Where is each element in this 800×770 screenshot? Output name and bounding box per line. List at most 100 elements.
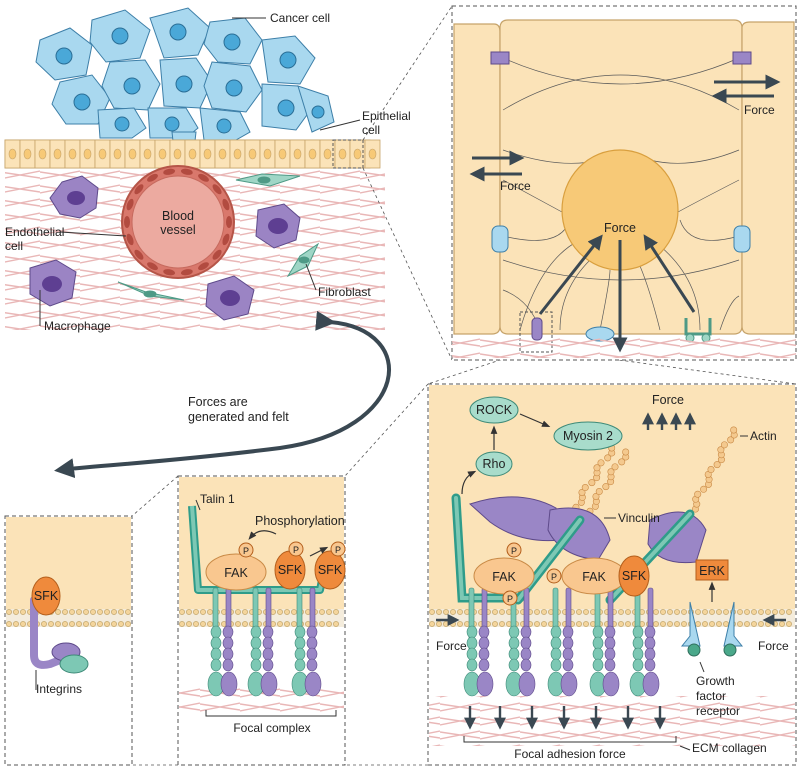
actin-subunit <box>597 459 605 467</box>
integrin-beta-domain <box>262 636 274 650</box>
endothelial-cells <box>124 168 232 276</box>
lipid-head <box>583 609 589 615</box>
endothelial-nucleus <box>226 216 232 228</box>
lipid-head <box>681 621 687 627</box>
integrin-beta-domain <box>478 647 490 661</box>
integrin-alpha-domain <box>592 658 604 672</box>
lipid-head <box>104 609 110 615</box>
lipid-head <box>118 621 124 627</box>
lipid-head <box>242 609 248 615</box>
lipid-head <box>492 609 498 615</box>
endothelial-nucleus <box>198 173 209 182</box>
force-up-arrows <box>642 412 696 430</box>
integrin-beta-domain <box>306 625 318 639</box>
label-gf-1: Growth <box>696 674 735 688</box>
label-forces-1: Forces are <box>188 395 248 409</box>
integrin-alpha-domain <box>592 625 604 639</box>
endothelial-nucleus <box>180 269 193 276</box>
blood-vessel <box>121 165 235 279</box>
lipid-head <box>13 609 19 615</box>
label-epithelial-2: cell <box>362 123 380 137</box>
label-endothelial-1: Endothelial <box>5 225 64 239</box>
epithelial-nucleus <box>323 148 332 160</box>
actin-subunit <box>694 490 702 498</box>
epithelial-nucleus <box>68 148 77 160</box>
actin-subunit <box>588 479 596 487</box>
lipid-head <box>6 621 12 627</box>
integrin-beta-domain <box>644 658 656 672</box>
integrin-beta-domain <box>262 625 274 639</box>
integrin-beta-domain <box>644 647 656 661</box>
lipid-head <box>709 621 715 627</box>
lipid-head <box>786 621 792 627</box>
actin-subunit <box>622 448 630 456</box>
lipid-head <box>625 609 631 615</box>
lipid-head <box>319 609 325 615</box>
lipid-head <box>235 609 241 615</box>
actin-subunit <box>727 436 735 444</box>
focal-complex-integrins <box>207 587 322 697</box>
epithelial-nucleus <box>98 148 107 160</box>
integrin-beta-domain <box>562 647 574 661</box>
integrin-alpha-domain <box>250 658 262 672</box>
lipid-head <box>207 609 213 615</box>
epithelial-nucleus <box>278 148 287 160</box>
label-p-1: P <box>243 546 249 556</box>
actin-subunit <box>707 466 715 474</box>
integrin-alpha-domain <box>632 636 644 650</box>
actin-subunit <box>717 446 725 454</box>
lipid-head <box>76 621 82 627</box>
lipid-head <box>695 609 701 615</box>
integrin-beta-domain <box>222 658 234 672</box>
lipid-head <box>443 609 449 615</box>
label-leaders <box>39 17 361 326</box>
lipid-head <box>744 609 750 615</box>
membrane-2 <box>179 609 339 627</box>
lipid-head <box>618 621 624 627</box>
label-p-2: P <box>293 545 299 555</box>
label-force-nucleus: Force <box>604 221 636 235</box>
label-focal-adhesion-force: Focal adhesion force <box>514 747 626 761</box>
integrin-alpha-domain <box>550 658 562 672</box>
lipid-head <box>751 609 757 615</box>
endothelial-nucleus <box>163 269 176 276</box>
integrin-beta-domain <box>520 647 532 661</box>
lipid-head <box>291 609 297 615</box>
epithelial-nucleus <box>293 148 302 160</box>
tissue-overview: Cancer cell Epithelial cell Blood vessel… <box>4 7 411 333</box>
label-blood-vessel-1: Blood <box>162 209 194 223</box>
actin-subunit <box>607 468 615 476</box>
lipid-head <box>779 621 785 627</box>
actin-subunit <box>730 426 738 434</box>
cytoskeleton-fibres <box>502 57 740 331</box>
integrin-beta-domain <box>222 647 234 661</box>
lipid-head <box>69 609 75 615</box>
integrin-beta-domain <box>306 658 318 672</box>
actin-subunit <box>713 461 721 469</box>
lipid-head <box>576 621 582 627</box>
integrin-alpha-domain <box>508 647 520 661</box>
integrin-alpha-domain <box>250 636 262 650</box>
endothelial-nucleus <box>124 216 130 228</box>
integrin-alpha-domain <box>550 636 562 650</box>
forces-double-arrow: Forces are generated and felt <box>54 310 391 479</box>
lipid-head <box>90 621 96 627</box>
integrin-beta-head <box>220 671 238 697</box>
lipid-head <box>758 609 764 615</box>
integrin-beta-domain <box>562 636 574 650</box>
lipid-head <box>104 621 110 627</box>
integrin-beta-domain <box>520 625 532 639</box>
label-rho: Rho <box>483 457 506 471</box>
integrin-alpha-domain <box>632 647 644 661</box>
integrin-alpha-domain <box>632 658 644 672</box>
lipid-head <box>55 621 61 627</box>
endothelial-nucleus <box>222 198 230 211</box>
integrin-beta-head <box>304 671 322 697</box>
lipid-head <box>779 609 785 615</box>
label-p-4: P <box>511 546 517 556</box>
lipid-head <box>207 621 213 627</box>
lipid-head <box>709 609 715 615</box>
lipid-head <box>737 621 743 627</box>
lipid-head <box>333 609 339 615</box>
label-sfk-2: SFK <box>278 563 303 577</box>
